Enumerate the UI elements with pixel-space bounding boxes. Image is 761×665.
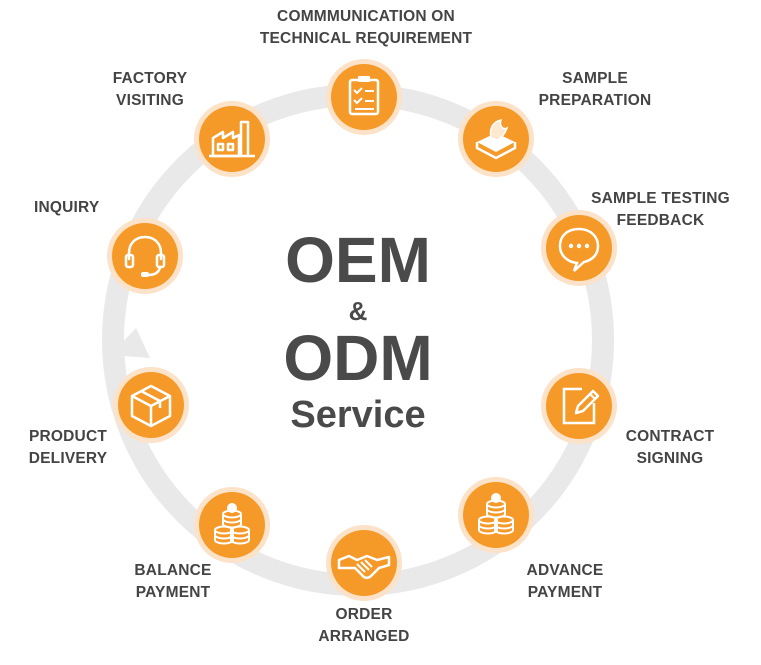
step-communication-node [326, 59, 402, 135]
step-testing-feedback-node [541, 210, 617, 286]
step-sample-preparation-label: SAMPLE PREPARATION [538, 70, 652, 109]
title-service: Service [290, 394, 426, 436]
step-communication-label: COMMMUNICATION ON TECHNICAL REQUIREMENT [259, 8, 473, 47]
step-order-arranged-label: ORDER ARRANGED [318, 606, 410, 645]
headset-icon [124, 235, 166, 277]
step-contract-signing-node [541, 368, 617, 444]
factory-icon [209, 120, 255, 158]
handshake-icon [337, 554, 391, 580]
step-sample-preparation-node [458, 101, 534, 177]
step-testing-feedback-label: SAMPLE TESTING FEEDBACK [591, 190, 730, 229]
step-product-delivery-label: PRODUCT DELIVERY [28, 428, 108, 467]
step-inquiry-label: INQUIRY [34, 199, 100, 216]
checklist-icon [348, 76, 380, 116]
step-contract-signing-label: CONTRACT SIGNING [625, 428, 715, 467]
step-factory-visiting-label: FACTORY VISITING [112, 70, 188, 109]
coin-stack-icon [478, 493, 514, 535]
tissue-box-icon [475, 118, 517, 160]
step-inquiry-node [107, 218, 183, 294]
pencil-edit-icon [562, 387, 600, 425]
step-order-arranged-node [326, 525, 402, 601]
step-balance-payment-label: BALANCE PAYMENT [134, 562, 212, 601]
coin-stack-icon [214, 503, 250, 545]
step-advance-payment-node [458, 477, 534, 553]
title-odm: ODM [283, 322, 433, 394]
title-ampersand: & [348, 296, 368, 326]
box-icon [130, 384, 172, 428]
chat-bubble-icon [558, 227, 600, 272]
step-advance-payment-label: ADVANCE PAYMENT [526, 562, 604, 601]
title-oem: OEM [285, 224, 431, 296]
step-balance-payment-node [194, 487, 270, 563]
step-factory-visiting-node [194, 101, 270, 177]
cycle-arrowhead-icon [110, 328, 150, 358]
step-product-delivery-node [113, 367, 189, 443]
